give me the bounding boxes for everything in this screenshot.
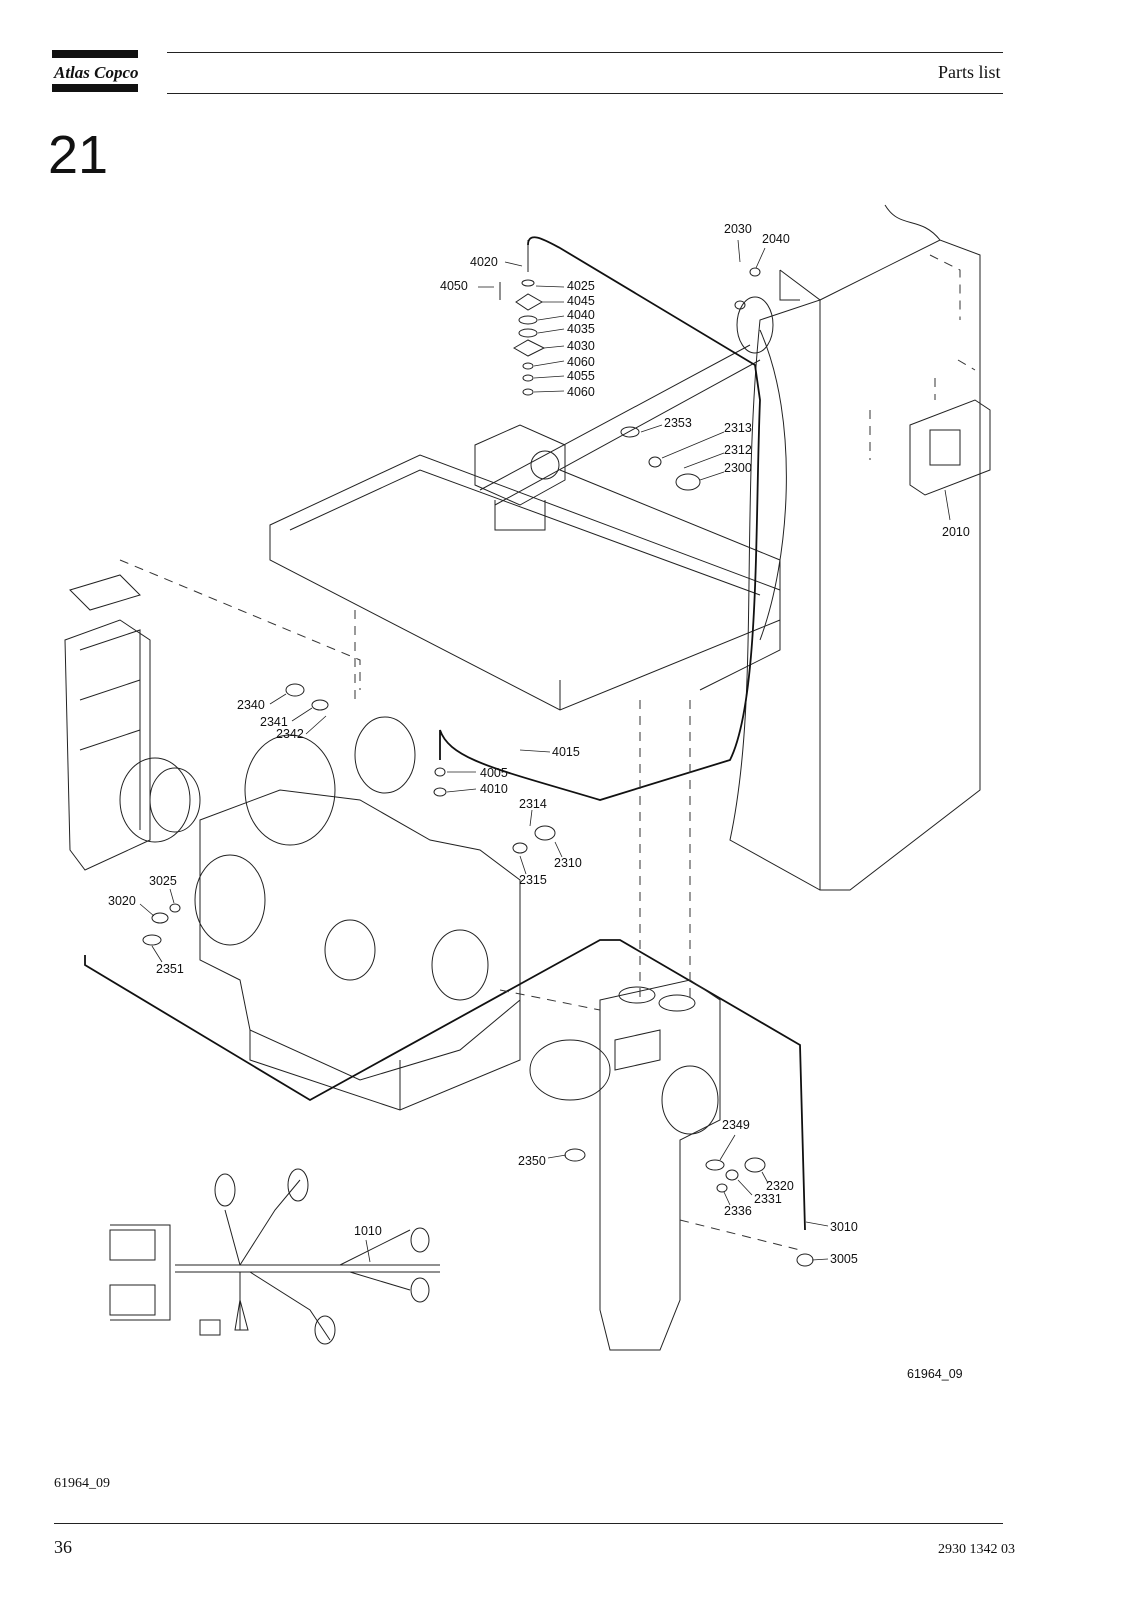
- callout-3010: 3010: [830, 1220, 858, 1234]
- sensor-stack: [439, 236, 761, 801]
- callout-2336: 2336: [724, 1204, 752, 1218]
- footer-rule: [54, 1523, 1003, 1524]
- callout-2313: 2313: [724, 421, 752, 435]
- figure-reference: 61964_09: [54, 1476, 110, 1491]
- callout-4010: 4010: [480, 782, 508, 796]
- callout-1010: 1010: [354, 1224, 382, 1238]
- callout-2030: 2030: [724, 222, 752, 236]
- callout-3020: 3020: [108, 894, 136, 908]
- compressor-element: [84, 716, 806, 1231]
- callout-4030: 4030: [567, 339, 595, 353]
- controller-panel: [869, 378, 991, 496]
- callout-2312: 2312: [724, 443, 752, 457]
- callout-4055: 4055: [567, 369, 595, 383]
- svg-text:Atlas Copco: Atlas Copco: [53, 63, 139, 82]
- chapter-number: 21: [48, 125, 109, 185]
- pipe-assembly: [474, 296, 774, 531]
- cabinet: [729, 204, 981, 891]
- leader-lines: [139, 239, 951, 1263]
- callout-4060-lower: 4060: [567, 385, 595, 399]
- callout-2340: 2340: [237, 698, 265, 712]
- callout-2315: 2315: [519, 873, 547, 887]
- callout-4050: 4050: [440, 279, 468, 293]
- alignment-lines: [119, 254, 976, 1251]
- drawing-figure-id: 61964_09: [907, 1367, 963, 1381]
- callout-4025: 4025: [567, 279, 595, 293]
- callout-4035: 4035: [567, 322, 595, 336]
- callout-2353: 2353: [664, 416, 692, 430]
- callout-2320: 2320: [766, 1179, 794, 1193]
- cable-harness: [109, 1168, 440, 1345]
- callout-4045: 4045: [567, 294, 595, 308]
- callout-2349: 2349: [722, 1118, 750, 1132]
- callout-3025: 3025: [149, 874, 177, 888]
- callout-4060-upper: 4060: [567, 355, 595, 369]
- callout-2310: 2310: [554, 856, 582, 870]
- callout-2350: 2350: [518, 1154, 546, 1168]
- callout-4005: 4005: [480, 766, 508, 780]
- callout-labels: 2030 2040 4020 4050 4025 4045 4040 4035 …: [108, 222, 970, 1381]
- header-rule-top: [167, 52, 1003, 53]
- duct: [64, 574, 201, 871]
- document-number: 2930 1342 03: [938, 1542, 1015, 1557]
- callout-2314: 2314: [519, 797, 547, 811]
- callout-4020: 4020: [470, 255, 498, 269]
- cooler: [269, 454, 781, 711]
- atlas-copco-logo: Atlas Copco: [52, 48, 142, 94]
- callout-2341: 2341: [260, 715, 288, 729]
- logo-graphic: Atlas Copco: [52, 50, 139, 92]
- callout-2300: 2300: [724, 461, 752, 475]
- callout-2351: 2351: [156, 962, 184, 976]
- page-number: 36: [54, 1537, 72, 1557]
- callout-4015: 4015: [552, 745, 580, 759]
- header-rule-bottom: [167, 93, 1003, 94]
- callout-2331: 2331: [754, 1192, 782, 1206]
- callout-2010: 2010: [942, 525, 970, 539]
- pipe-column: [529, 979, 721, 1351]
- callout-2342: 2342: [276, 727, 304, 741]
- small-sensors: [142, 267, 814, 1267]
- callout-2040: 2040: [762, 232, 790, 246]
- callout-3005: 3005: [830, 1252, 858, 1266]
- callout-4040: 4040: [567, 308, 595, 322]
- section-title: Parts list: [938, 62, 1001, 82]
